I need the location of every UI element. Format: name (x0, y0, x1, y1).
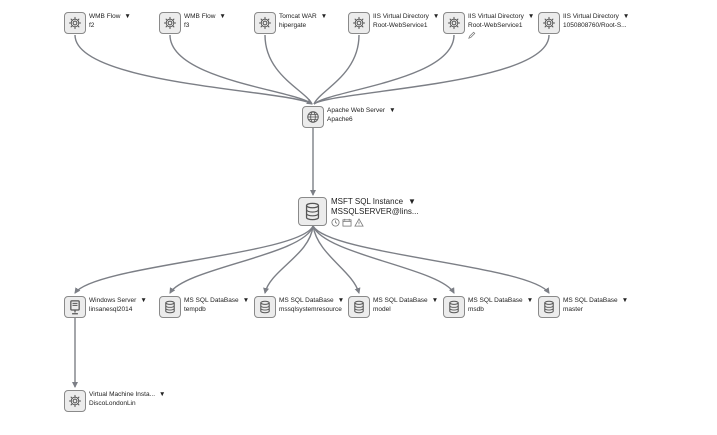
server-icon (64, 296, 86, 318)
edge-tomcat-apache (264, 34, 313, 105)
edge-mssql-master (312, 225, 550, 294)
node-subtitle: f2 (89, 22, 95, 29)
node-title: Virtual Machine Insta... (89, 391, 155, 398)
database-icon (348, 296, 370, 318)
node-apache-web-server[interactable]: Apache Web Server▼ Apache6 (302, 106, 396, 128)
dropdown-caret-icon[interactable]: ▼ (621, 297, 629, 304)
database-icon (538, 296, 560, 318)
dropdown-caret-icon[interactable]: ▼ (408, 197, 416, 206)
edge-iis1-apache (313, 34, 360, 105)
database-icon (443, 296, 465, 318)
node-subtitle: 1050808760/Root-S... (563, 22, 627, 29)
dropdown-caret-icon[interactable]: ▼ (242, 297, 250, 304)
node-title: MS SQL DataBase (563, 297, 618, 304)
node-ms-sql-database-msdb[interactable]: MS SQL DataBase▼ msdb (443, 296, 533, 318)
gear-icon (254, 12, 276, 34)
database-icon (298, 197, 327, 226)
node-iis-virtual-directory-1[interactable]: IIS Virtual Directory▼ Root-WebService1 (348, 12, 439, 34)
dropdown-caret-icon[interactable]: ▼ (124, 13, 131, 20)
node-title: IIS Virtual Directory (563, 13, 619, 20)
dropdown-caret-icon[interactable]: ▼ (337, 297, 345, 304)
node-subtitle: tempdb (184, 306, 206, 313)
gear-icon (64, 390, 86, 412)
node-title: Apache Web Server (327, 107, 386, 114)
node-title: WMB Flow (89, 13, 121, 20)
node-ms-sql-database-mssqlsystemresource[interactable]: MS SQL DataBase▼ mssqlsystemresource (254, 296, 344, 318)
edge-iis3-apache (313, 34, 550, 105)
dropdown-caret-icon[interactable]: ▼ (432, 13, 440, 20)
node-title: MSFT SQL Instance (331, 197, 404, 206)
warning-icon[interactable] (354, 218, 364, 227)
dropdown-caret-icon[interactable]: ▼ (527, 13, 535, 20)
dropdown-caret-icon[interactable]: ▼ (389, 107, 396, 114)
dropdown-caret-icon[interactable]: ▼ (219, 13, 226, 20)
gear-icon (159, 12, 181, 34)
node-virtual-machine-instance[interactable]: Virtual Machine Insta... ▼ DiscoLondonLin (64, 390, 165, 412)
edge-iis2-apache (313, 34, 455, 105)
node-ms-sql-database-tempdb[interactable]: MS SQL DataBase▼ tempdb (159, 296, 249, 318)
edge-mssql-mssqlsystemresource (263, 225, 314, 294)
database-icon (159, 296, 181, 318)
database-icon (254, 296, 276, 318)
node-subtitle: hipergate (279, 22, 307, 29)
edge-mssql-model (312, 225, 361, 294)
node-ms-sql-database-model[interactable]: MS SQL DataBase▼ model (348, 296, 438, 318)
node-subtitle: Root-WebService1 (373, 22, 428, 29)
globe-icon (302, 106, 324, 128)
dropdown-caret-icon[interactable]: ▼ (320, 13, 328, 20)
node-msft-sql-instance[interactable]: MSFT SQL Instance ▼ MSSQLSERVER@lins... (298, 197, 419, 227)
node-wmb-flow-f2[interactable]: WMB Flow▼ f2 (64, 12, 131, 34)
node-wmb-flow-f3[interactable]: WMB Flow▼ f3 (159, 12, 226, 34)
node-title: MS SQL DataBase (373, 297, 428, 304)
calendar-icon[interactable] (342, 218, 352, 227)
node-subtitle: Apache6 (327, 116, 353, 123)
node-subtitle: mssqlsystemresource (279, 306, 342, 313)
gear-icon (348, 12, 370, 34)
node-iis-virtual-directory-2[interactable]: IIS Virtual Directory▼ Root-WebService1 (443, 12, 534, 42)
node-title: WMB Flow (184, 13, 216, 20)
node-title: MS SQL DataBase (184, 297, 239, 304)
dropdown-caret-icon[interactable]: ▼ (159, 391, 166, 398)
node-subtitle: master (563, 306, 583, 313)
gear-icon (538, 12, 560, 34)
node-title: MS SQL DataBase (279, 297, 334, 304)
node-title: IIS Virtual Directory (373, 13, 429, 20)
pencil-icon[interactable] (468, 31, 534, 42)
node-subtitle: f3 (184, 22, 190, 29)
edge-mssql-msdb (312, 225, 455, 294)
dropdown-caret-icon[interactable]: ▼ (622, 13, 630, 20)
node-title: IIS Virtual Directory (468, 13, 524, 20)
edge-mssql-winserver (74, 225, 314, 294)
node-windows-server[interactable]: Windows Server▼ linsanesql2014 (64, 296, 147, 318)
node-subtitle: DiscoLondonLin (89, 400, 136, 407)
clock-icon[interactable] (331, 218, 340, 227)
node-tomcat-war[interactable]: Tomcat WAR▼ hipergate (254, 12, 327, 34)
node-title: MS SQL DataBase (468, 297, 523, 304)
dropdown-caret-icon[interactable]: ▼ (140, 297, 147, 304)
node-subtitle: model (373, 306, 391, 313)
node-iis-virtual-directory-3[interactable]: IIS Virtual Directory▼ 1050808760/Root-S… (538, 12, 629, 34)
edge-wmb-f2-apache (74, 34, 313, 105)
dropdown-caret-icon[interactable]: ▼ (526, 297, 534, 304)
node-subtitle: msdb (468, 306, 484, 313)
node-subtitle: MSSQLSERVER@lins... (331, 207, 419, 216)
edge-wmb-f3-apache (169, 34, 313, 105)
edge-mssql-tempdb (169, 225, 314, 294)
node-subtitle: linsanesql2014 (89, 306, 133, 313)
node-subtitle: Root-WebService1 (468, 22, 523, 29)
node-ms-sql-database-master[interactable]: MS SQL DataBase▼ master (538, 296, 628, 318)
node-title: Tomcat WAR (279, 13, 317, 20)
gear-icon (443, 12, 465, 34)
dropdown-caret-icon[interactable]: ▼ (431, 297, 439, 304)
gear-icon (64, 12, 86, 34)
node-title: Windows Server (89, 297, 137, 304)
